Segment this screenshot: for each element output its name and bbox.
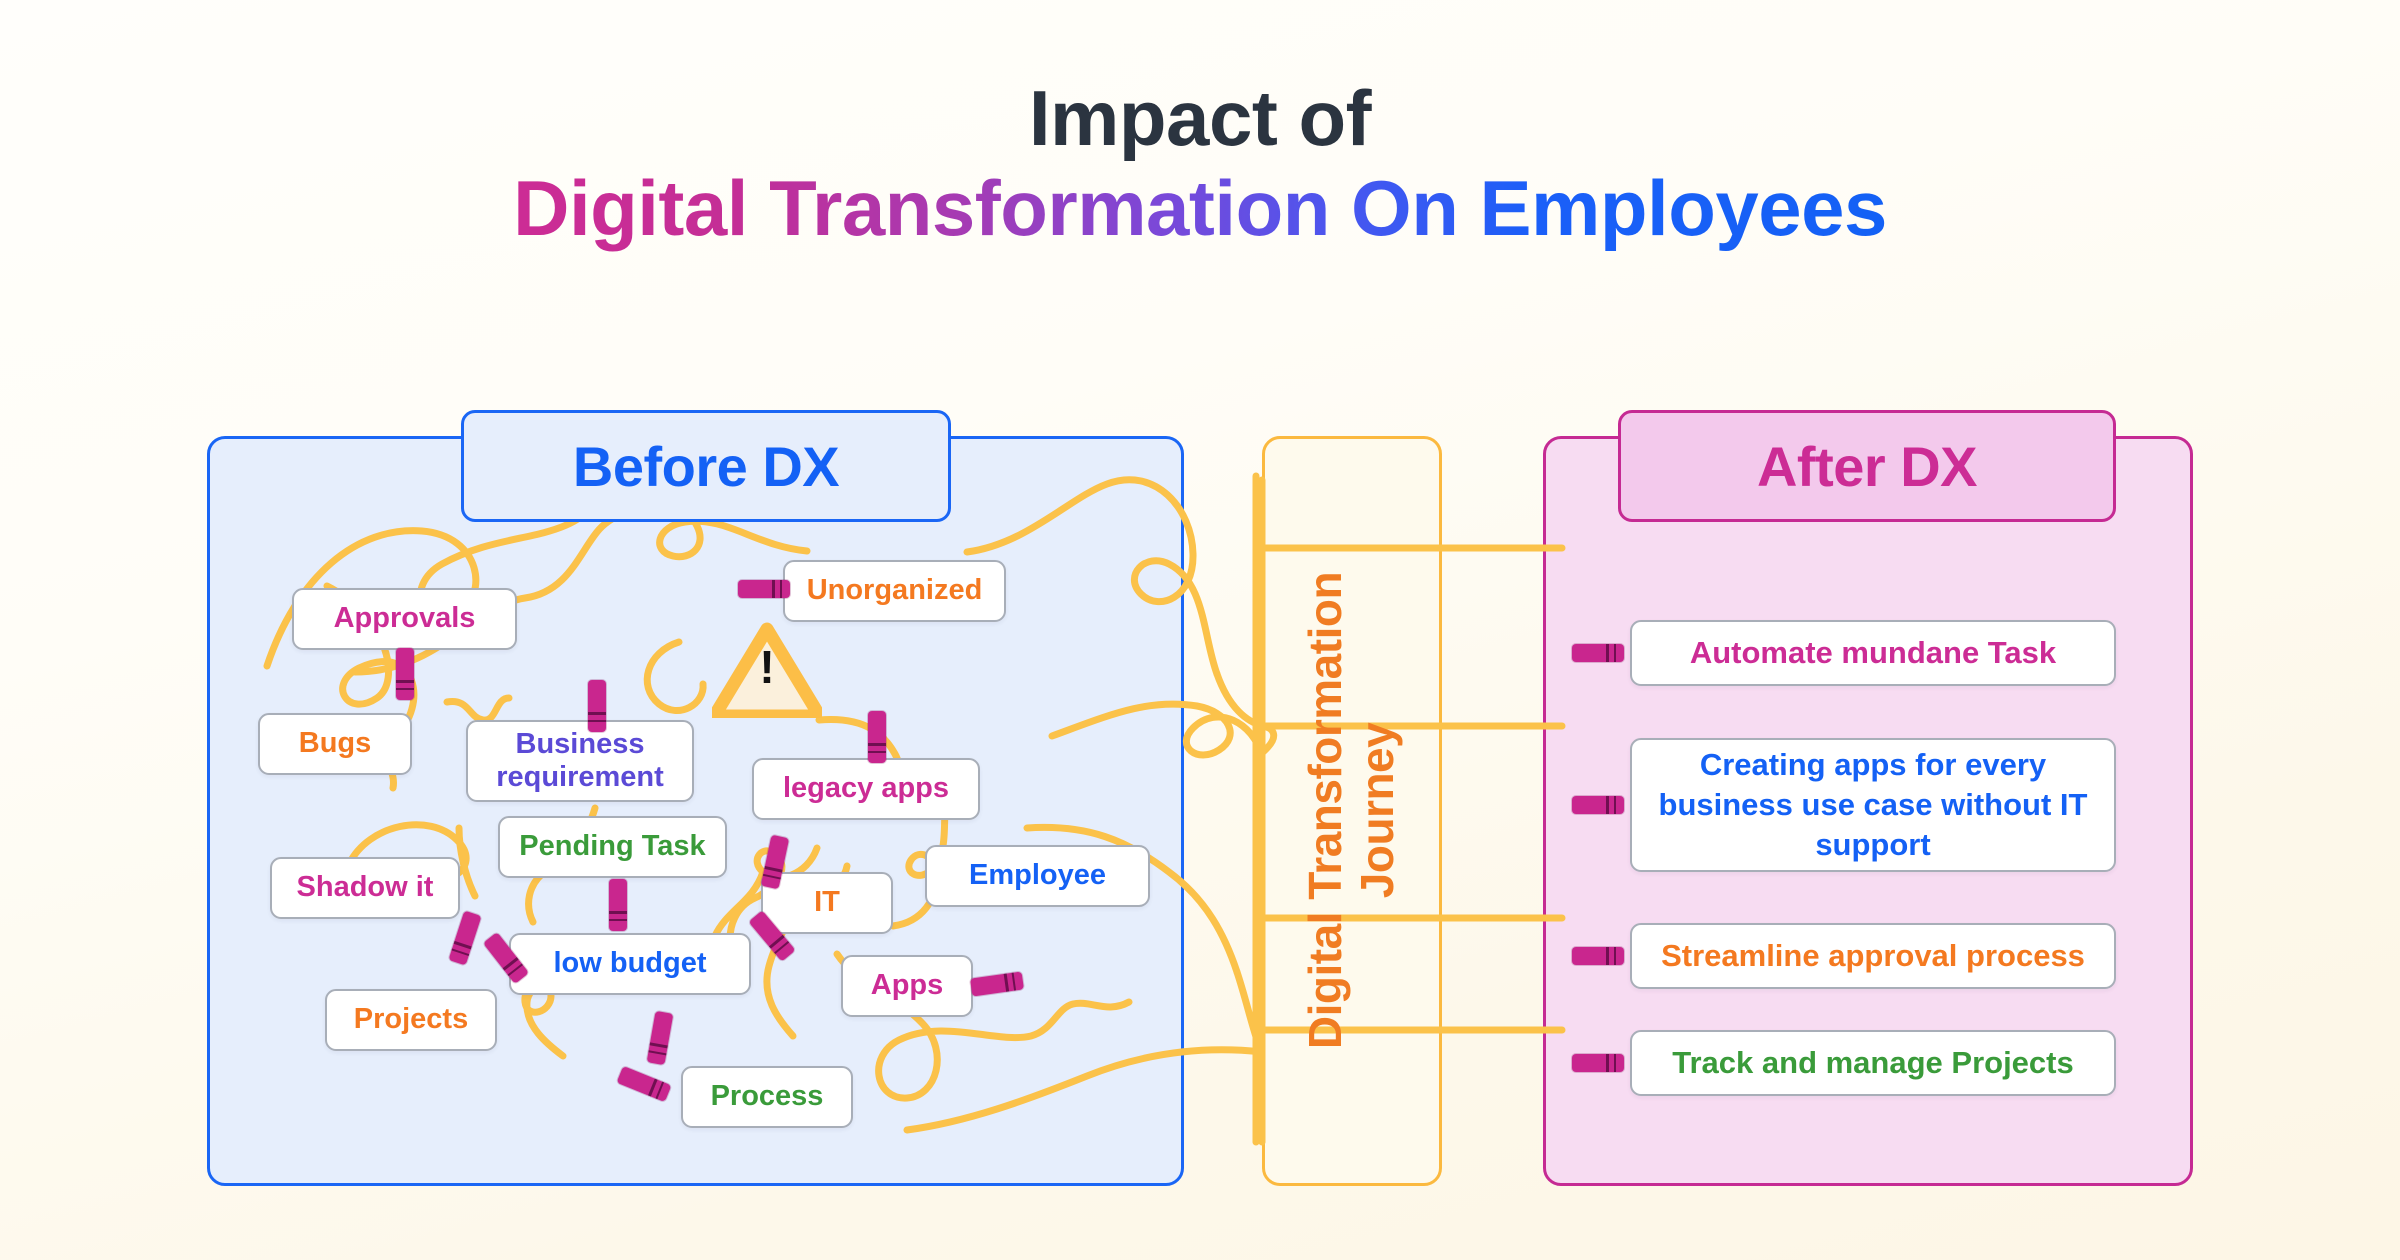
chip-unorganized[interactable]: Unorganized [783, 560, 1006, 622]
chip-label: Projects [353, 1003, 469, 1036]
knot-marker [609, 879, 627, 931]
after-card-creating-apps[interactable]: Creating apps for every business use cas… [1630, 738, 2116, 872]
after-card-track-projects[interactable]: Track and manage Projects [1630, 1030, 2116, 1096]
chip-label: legacy apps [782, 772, 950, 805]
chip-label: Employee [969, 859, 1106, 892]
chip-label: IT [814, 886, 840, 919]
knot-marker [738, 580, 790, 598]
chip-approvals[interactable]: Approvals [292, 588, 517, 650]
chip-label: Process [710, 1080, 824, 1113]
chip-low-budget[interactable]: low budget [509, 933, 751, 995]
after-card-label: Automate mundane Task [1689, 635, 2057, 671]
after-card-automate[interactable]: Automate mundane Task [1630, 620, 2116, 686]
knot-marker [1572, 1054, 1624, 1072]
knot-marker [1572, 644, 1624, 662]
title-line-1: Impact of [1028, 74, 1372, 162]
knot-marker [396, 648, 414, 700]
chip-process[interactable]: Process [681, 1066, 853, 1128]
knot-marker [1572, 947, 1624, 965]
chip-it[interactable]: IT [761, 872, 893, 934]
chip-bugs[interactable]: Bugs [258, 713, 412, 775]
chip-label: Apps [870, 969, 944, 1002]
chip-label: Shadow it [296, 871, 434, 904]
chip-business-requirement[interactable]: Business requirement [466, 720, 694, 802]
chip-label: Approvals [333, 602, 476, 635]
header-after-dx: After DX [1618, 410, 2116, 522]
knot-marker [1572, 796, 1624, 814]
warning-exclamation: ! [759, 641, 775, 693]
chip-label: low budget [553, 947, 707, 980]
chip-pending-task[interactable]: Pending Task [498, 816, 727, 878]
header-before-dx: Before DX [461, 410, 951, 522]
title-line-2: Digital Transformation On Employees [513, 160, 1887, 258]
chip-projects[interactable]: Projects [325, 989, 497, 1051]
knot-marker [868, 711, 886, 763]
chip-label: Bugs [298, 727, 372, 760]
chip-employee[interactable]: Employee [925, 845, 1150, 907]
chip-label: Pending Task [519, 830, 706, 863]
after-card-label: Creating apps for every business use cas… [1658, 747, 2088, 862]
after-card-label: Streamline approval process [1661, 938, 2085, 974]
chip-legacy-apps[interactable]: legacy apps [752, 758, 980, 820]
chip-label: Business requirement [496, 727, 664, 793]
after-card-label: Track and manage Projects [1672, 1045, 2074, 1081]
chip-apps[interactable]: Apps [841, 955, 973, 1017]
page-title: Impact of Digital Transformation On Empl… [0, 74, 2400, 258]
after-card-streamline-approval[interactable]: Streamline approval process [1630, 923, 2116, 989]
panel-journey [1262, 436, 1442, 1186]
chip-shadow-it[interactable]: Shadow it [270, 857, 460, 919]
chip-label: Unorganized [806, 574, 983, 607]
knot-marker [588, 680, 606, 732]
warning-triangle-icon: ! [710, 622, 824, 723]
